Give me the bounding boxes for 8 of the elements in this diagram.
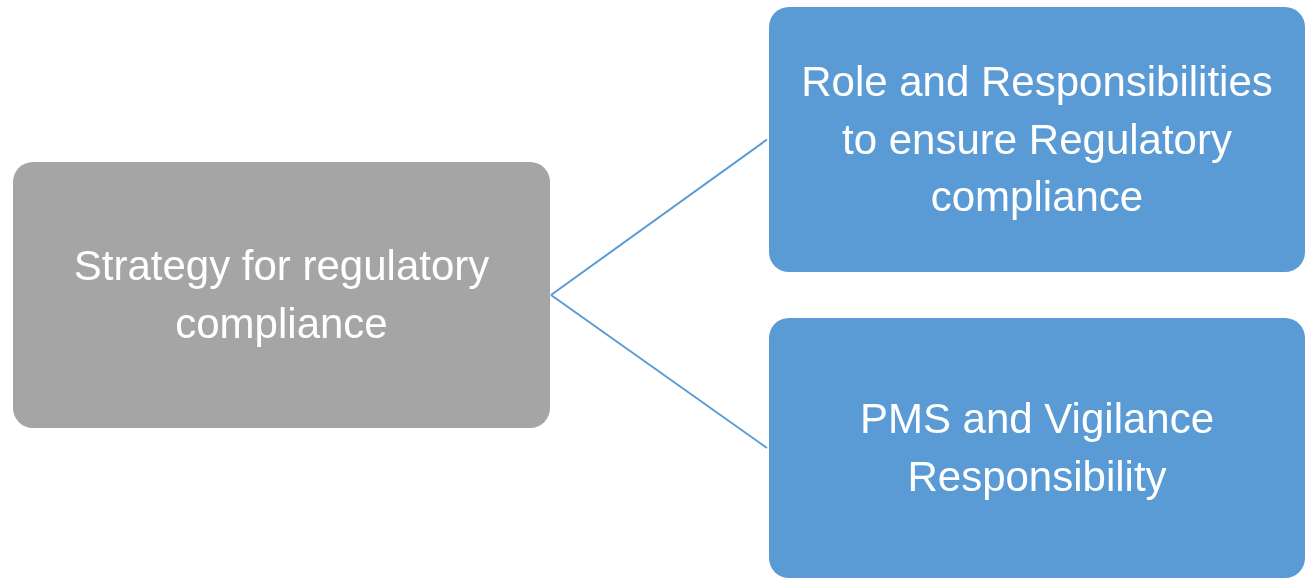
box-label: Role and Responsibilities to ensure Regulatory compliance — [800, 56, 1274, 223]
connector-line — [550, 138, 768, 296]
process-box — [769, 318, 1305, 578]
process-box — [13, 162, 550, 428]
box-label: PMS and Vigilance Responsibility — [858, 394, 1216, 502]
connector-line — [550, 294, 768, 449]
box-label: Strategy for regulatory compliance — [72, 241, 491, 349]
process-box — [769, 7, 1305, 272]
